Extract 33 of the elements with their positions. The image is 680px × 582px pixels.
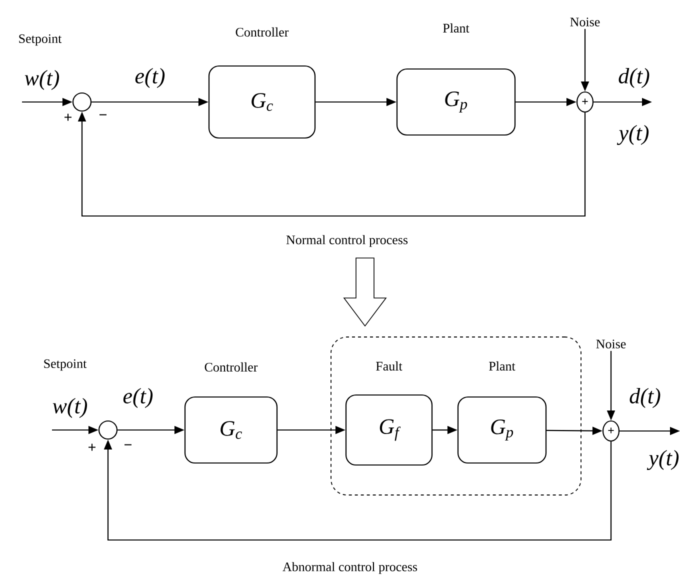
transfer-block: G$_{f}$ [345,394,433,466]
transfer-block: G$_{p}$ [396,68,516,136]
summing-junction: + [576,91,594,113]
caption-text: Setpoint [44,359,87,371]
signal-label: d(t) [617,67,651,89]
caption-text: Normal control process [286,235,408,247]
summing-junction: + [602,420,620,442]
block-heading: Controller [236,27,289,37]
sign-symbol: − [124,444,132,446]
transfer-block: G$_{c}$ [184,396,278,464]
signal-label: w(t) [23,69,61,91]
sign-symbol: + [64,114,72,121]
input-label: Noise [596,340,626,348]
signal-label: d(t) [628,387,662,409]
sign-symbol: − [100,114,106,116]
caption-text: Abnormal control process [282,562,418,574]
input-label: Noise [570,18,600,26]
signal-label: y(t) [616,124,650,146]
dashed-group-box [330,336,582,496]
block-heading: Fault [376,361,402,371]
signal-label: e(t) [134,67,166,89]
signal-label: w(t) [51,397,89,419]
summing-junction [72,92,92,112]
transfer-block: G$_{p}$ [457,396,547,464]
caption-text: Setpoint [19,34,62,46]
block-heading: Plant [489,361,516,371]
block-heading: Controller [204,362,258,372]
signal-label: e(t) [122,387,154,409]
transfer-block: G$_{c}$ [208,65,316,139]
sign-symbol: + [88,444,96,451]
signal-label: y(t) [646,449,680,472]
block-heading: Plant [443,23,470,33]
summing-junction [98,420,118,440]
